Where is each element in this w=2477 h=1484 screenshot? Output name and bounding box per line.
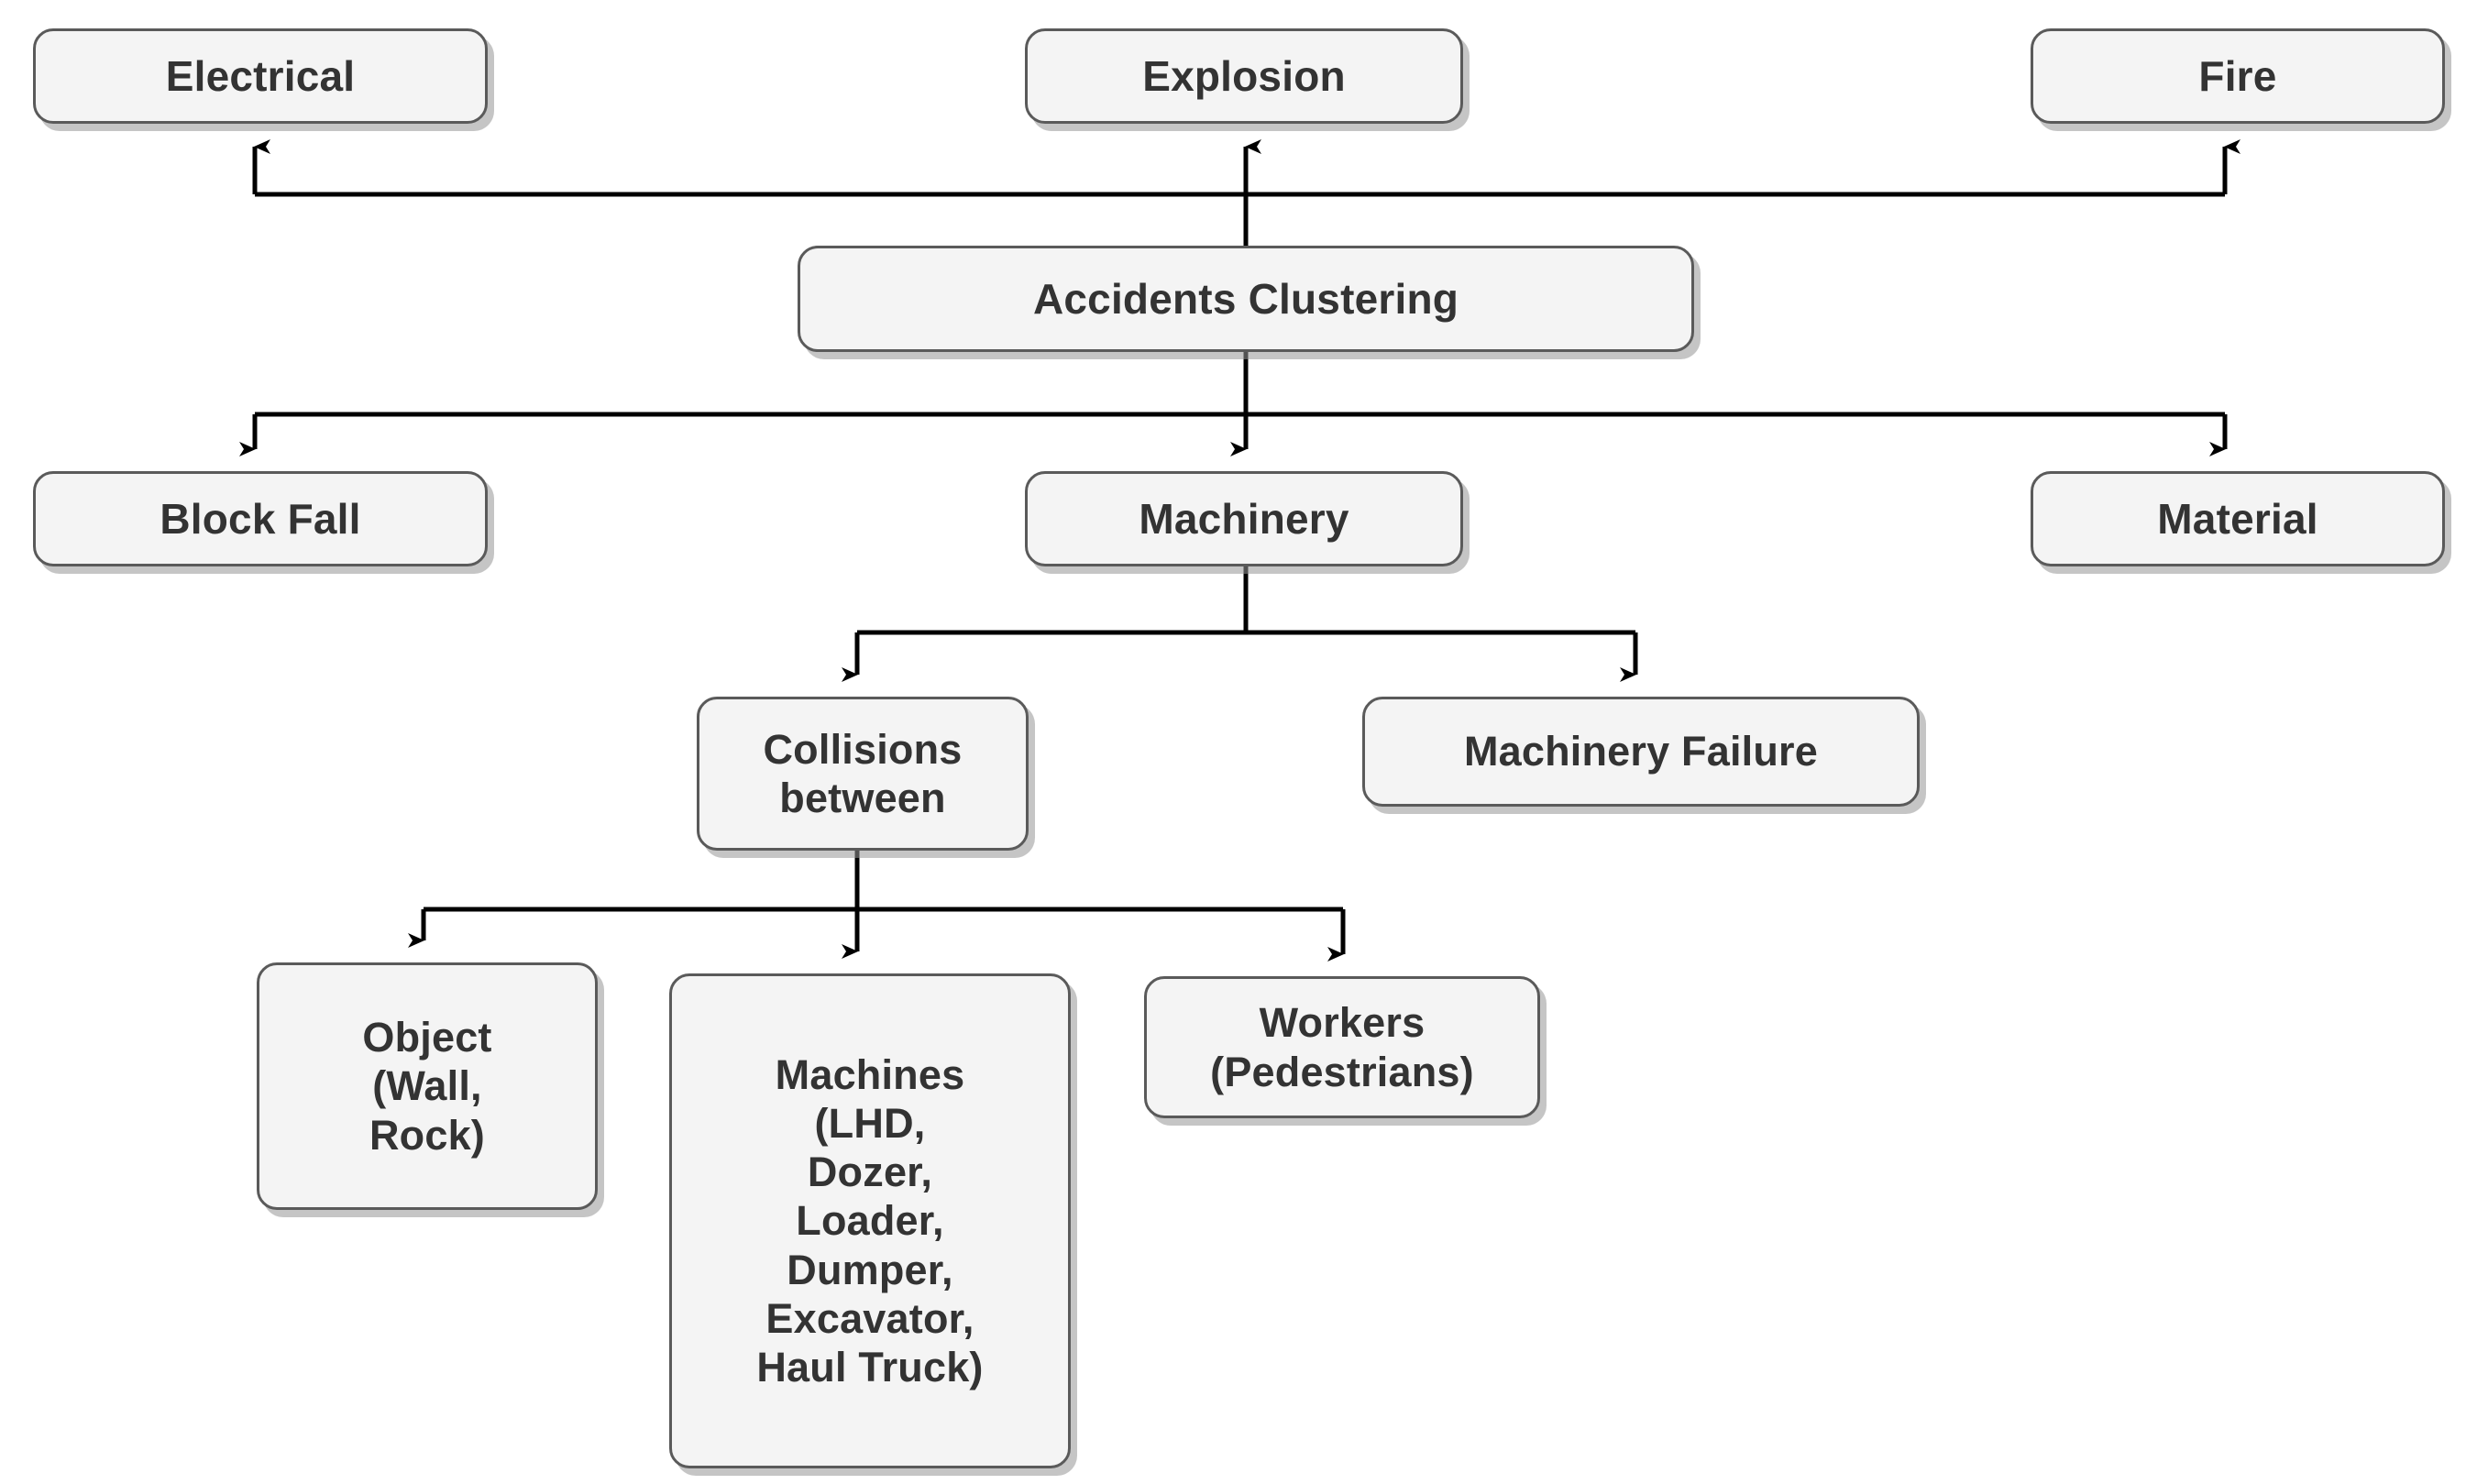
node-block-fall[interactable]: Block Fall [33,471,488,566]
node-machinery-failure[interactable]: Machinery Failure [1362,697,1920,807]
node-explosion[interactable]: Explosion [1025,28,1463,124]
node-accidents-clustering[interactable]: Accidents Clustering [798,246,1694,352]
node-fire[interactable]: Fire [2031,28,2445,124]
node-workers-pedestrians[interactable]: Workers (Pedestrians) [1144,976,1540,1118]
node-collisions-between[interactable]: Collisions between [697,697,1029,851]
node-material[interactable]: Material [2031,471,2445,566]
node-machines[interactable]: Machines (LHD, Dozer, Loader, Dumper, Ex… [669,973,1071,1468]
node-electrical[interactable]: Electrical [33,28,488,124]
node-object-wall-rock[interactable]: Object (Wall, Rock) [257,962,598,1210]
node-machinery[interactable]: Machinery [1025,471,1463,566]
